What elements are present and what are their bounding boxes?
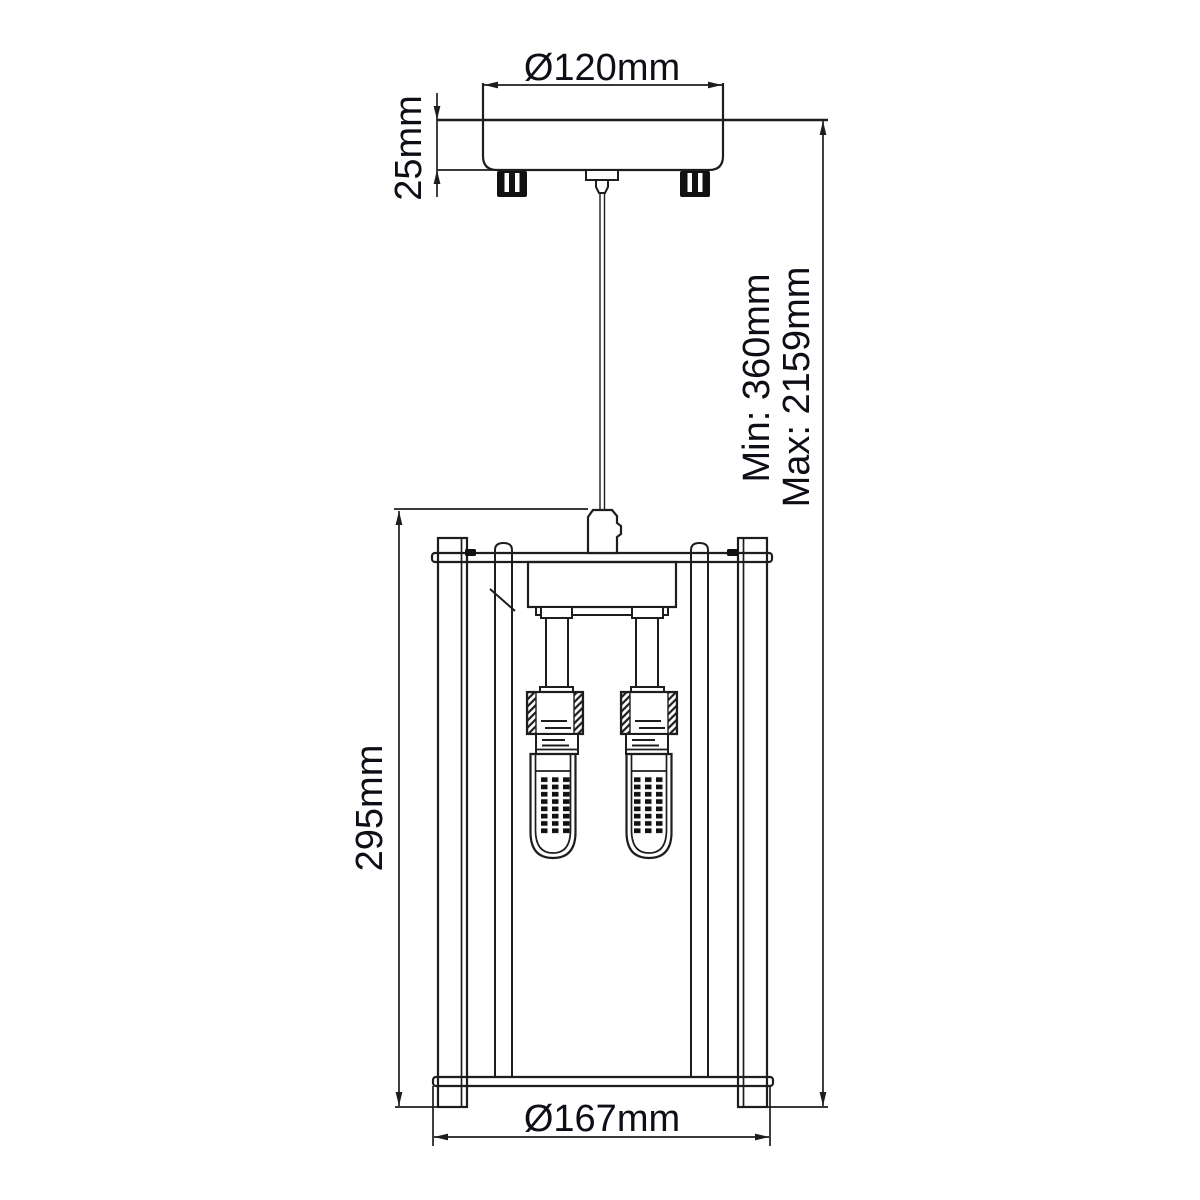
canopy <box>481 83 725 197</box>
canopy-outline <box>481 83 725 172</box>
frame-post-right <box>690 541 709 1077</box>
set-screw-left <box>465 549 476 556</box>
led-grid-left <box>539 776 572 835</box>
led-grid-right <box>632 776 665 835</box>
frame-bottom-plate <box>431 1075 775 1088</box>
set-screw-right <box>727 549 738 556</box>
knurled-knob-left <box>497 171 527 197</box>
cord-grip <box>586 508 623 555</box>
dim-body-diameter: Ø167mm <box>432 1086 771 1146</box>
label-body-diameter: Ø167mm <box>524 1098 680 1140</box>
dim-overall-drop: Min: 360mm Max: 2159mm <box>736 121 827 1106</box>
bulb-right <box>625 752 673 860</box>
lamp-assembly <box>525 508 679 860</box>
dim-body-height: 295mm <box>349 508 588 1106</box>
label-drop-max: Max: 2159mm <box>776 267 818 508</box>
lantern-frame <box>395 536 828 1109</box>
frame-side-bar-left <box>436 536 469 1109</box>
collar-left <box>535 733 579 755</box>
lamp-housing-lip <box>535 606 669 616</box>
canopy-cord-exit <box>585 169 619 194</box>
lamp-housing <box>526 560 678 609</box>
frame-top-plate <box>430 551 774 564</box>
break-mark <box>489 588 516 612</box>
bulb-left <box>529 752 577 860</box>
label-canopy-diameter: Ø120mm <box>524 47 680 89</box>
frame-post-left <box>494 541 513 1077</box>
label-canopy-height: 25mm <box>388 95 430 201</box>
label-drop-min: Min: 360mm <box>736 273 778 482</box>
suspension-cable <box>599 193 606 514</box>
dim-canopy-height: 25mm <box>388 93 494 201</box>
lamp-left <box>525 606 585 860</box>
collar-right <box>625 733 669 755</box>
dim-canopy-diameter: Ø120mm <box>484 47 722 89</box>
frame-side-bar-right <box>736 536 769 1109</box>
label-body-height: 295mm <box>349 745 391 872</box>
lamp-right <box>619 606 679 860</box>
knurled-knob-right <box>680 171 710 197</box>
